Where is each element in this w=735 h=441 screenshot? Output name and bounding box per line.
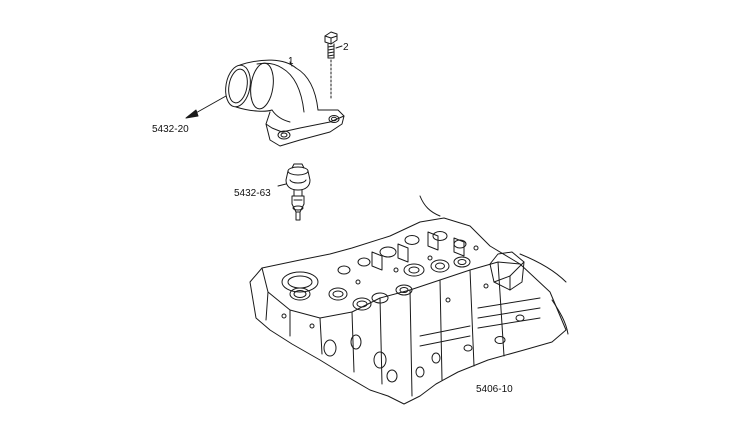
leader-line-thermostat: [277, 183, 287, 187]
ref-label-thermostat: 5432-63: [234, 188, 271, 199]
arrow-outlet-ref: [185, 95, 227, 119]
bolt: [324, 31, 338, 99]
part-number-2: 2: [343, 42, 349, 53]
leader-line-2: [335, 45, 343, 49]
thermostat: [285, 163, 311, 221]
ref-label-outlet: 5432-20: [152, 124, 189, 135]
cylinder-head: [249, 195, 569, 405]
ref-label-head: 5406-10: [476, 384, 513, 395]
part-number-1: 1: [288, 56, 294, 67]
leader-line-1: [289, 61, 293, 67]
water-outlet-elbow: [225, 59, 345, 147]
